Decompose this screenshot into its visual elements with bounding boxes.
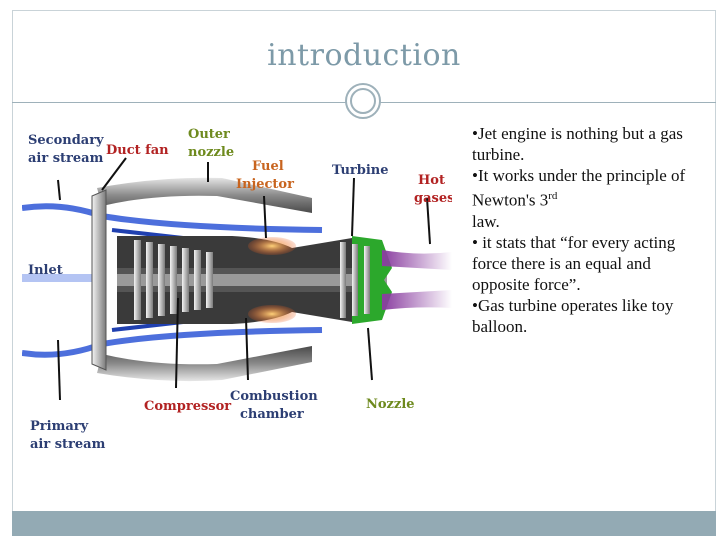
label-secondary-1: Secondary — [28, 133, 104, 148]
duct-fan — [91, 189, 107, 371]
label-primary-2: air stream — [30, 437, 106, 452]
label-outer-1: Outer — [188, 127, 230, 142]
label-fuel-2: Injector — [236, 177, 294, 192]
label-combustion-1: Combustion — [230, 389, 318, 404]
label-primary-1: Primary — [30, 419, 89, 434]
label-nozzle: Nozzle — [366, 397, 415, 412]
label-outer-2: nozzle — [188, 145, 234, 160]
divider-ring-icon — [345, 83, 381, 119]
label-secondary-2: air stream — [28, 151, 104, 166]
bullet-4: •Gas turbine operates like toy balloon. — [472, 295, 674, 336]
bullet-1: •Jet engine is nothing but a gas turbine… — [472, 124, 683, 164]
outer-casing-bottom — [97, 346, 312, 382]
bullet-list: •Jet engine is nothing but a gas turbine… — [472, 123, 712, 337]
bullet-2: •It works under the principle of Newton'… — [472, 166, 686, 210]
jet-engine-diagram: Secondary air stream Duct fan Outer nozz… — [22, 127, 452, 452]
label-inlet: Inlet — [28, 263, 63, 278]
label-hot-2: gases — [414, 191, 452, 206]
label-compressor: Compressor — [144, 399, 231, 414]
compressor-blades — [134, 240, 213, 320]
label-fuel-1: Fuel — [252, 159, 284, 174]
slide-title: introduction — [267, 38, 461, 73]
label-turbine: Turbine — [332, 163, 389, 178]
label-duct-fan: Duct fan — [106, 143, 169, 158]
bullet-2-cont: law. — [472, 211, 500, 231]
bullet-3: • it stats that “for every acting force … — [472, 232, 676, 294]
turbine-blades — [340, 242, 370, 318]
footer-bar — [12, 511, 716, 536]
label-hot-1: Hot — [418, 173, 445, 188]
outer-casing-top — [97, 177, 312, 213]
label-combustion-2: chamber — [240, 407, 304, 422]
